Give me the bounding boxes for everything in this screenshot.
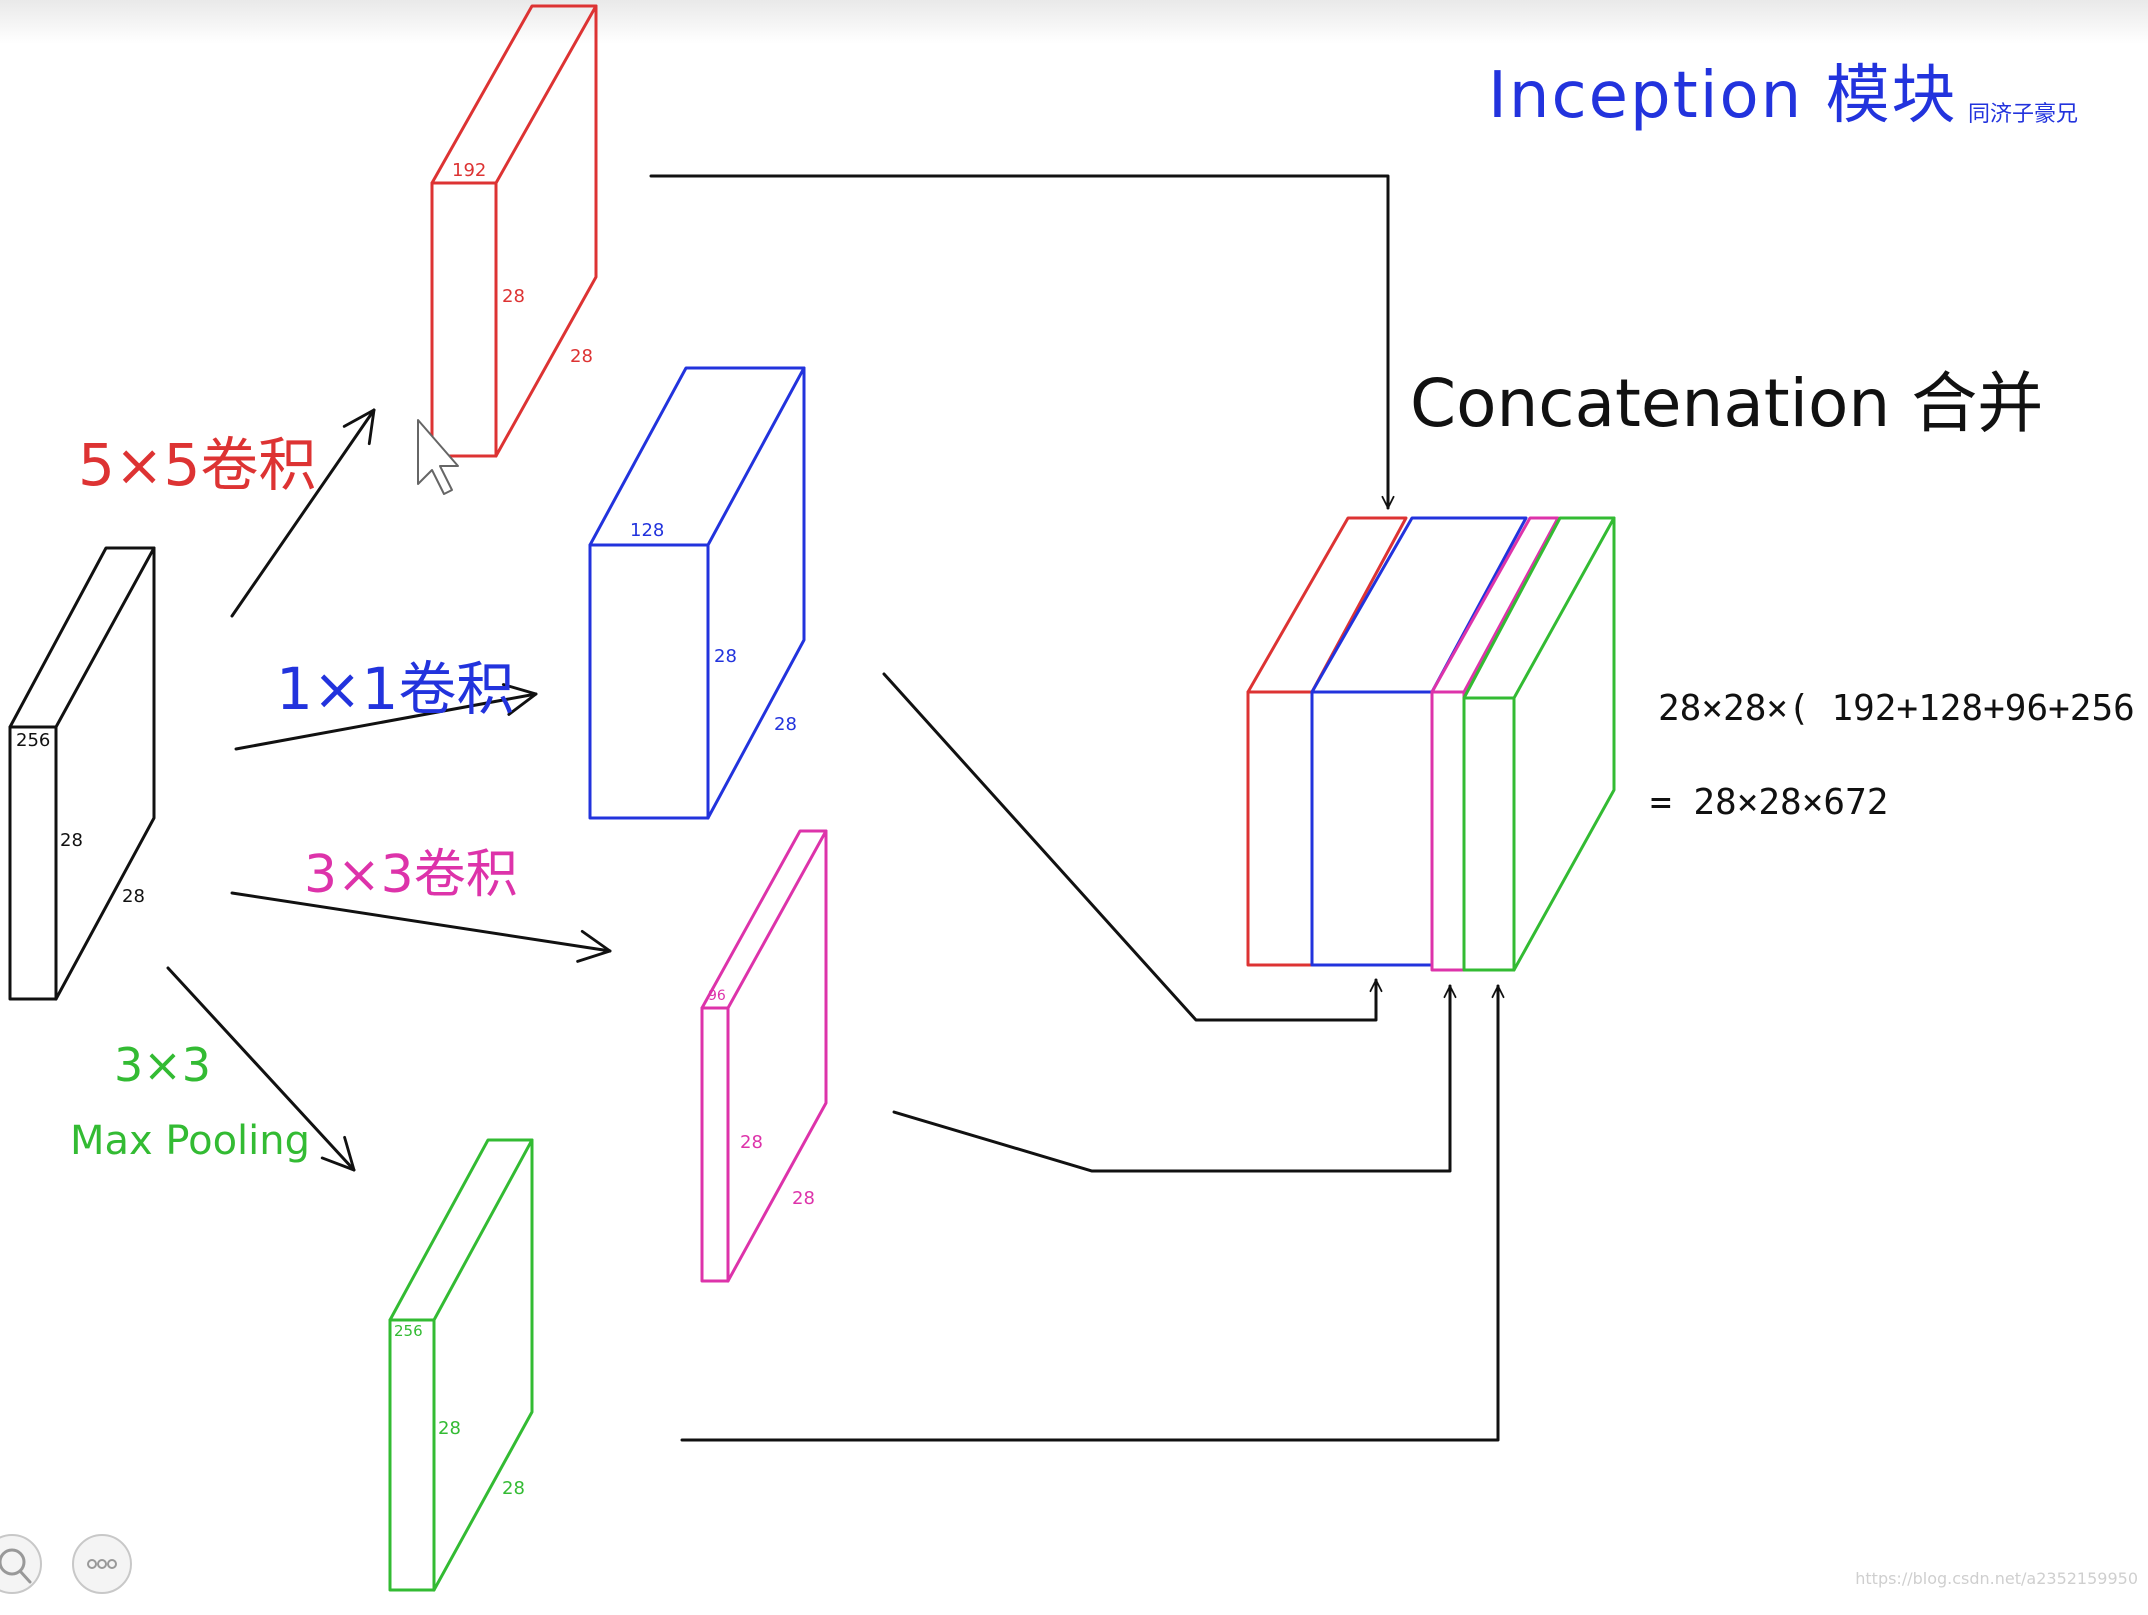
- pool-width-label: 28: [502, 1478, 525, 1499]
- conv5x5-height-label: 28: [502, 286, 525, 307]
- conv3x3-block: [700, 829, 828, 1283]
- pool-depth-label: 256: [394, 1322, 423, 1340]
- branch-label-conv5x5: 5×5卷积: [78, 431, 317, 499]
- conv5x5-block: [430, 4, 598, 458]
- concatenation-label: Concatenation 合并: [1410, 365, 2044, 442]
- zoom-icon[interactable]: [0, 1534, 42, 1594]
- input-depth-label: 256: [16, 730, 51, 751]
- more-icon[interactable]: [72, 1534, 132, 1594]
- concat-connectors: [649, 174, 1505, 1442]
- conv3x3-width-label: 28: [792, 1188, 815, 1209]
- branch-label-pool-size: 3×3: [114, 1038, 212, 1092]
- pool-height-label: 28: [438, 1418, 461, 1439]
- author-signature: 同济子豪兄: [1968, 102, 2079, 127]
- branch-label-pool-name: Max Pooling: [70, 1118, 311, 1164]
- formula-line2: = 28×28×672: [1650, 782, 1889, 823]
- input-width-label: 28: [122, 886, 145, 907]
- branch-label-conv1x1: 1×1卷积: [276, 655, 515, 723]
- input-block: [8, 546, 156, 1001]
- conv1x1-width-label: 28: [774, 714, 797, 735]
- input-height-label: 28: [60, 830, 83, 851]
- branch-arrows: [166, 408, 612, 1172]
- conv1x1-block: [588, 366, 806, 820]
- conv1x1-depth-label: 128: [630, 520, 665, 541]
- cursor-icon: [417, 419, 459, 495]
- diagram-title: Inception 模块: [1488, 59, 1958, 133]
- concat-block: [1246, 516, 1616, 972]
- conv5x5-width-label: 28: [570, 346, 593, 367]
- formula-line1: 28×28×( 192+128+96+256 ): [1658, 688, 2148, 729]
- pool-block: [388, 1138, 534, 1592]
- branch-label-conv3x3: 3×3卷积: [304, 845, 518, 905]
- conv3x3-height-label: 28: [740, 1132, 763, 1153]
- conv3x3-depth-label: 96: [708, 988, 726, 1004]
- top-bar: [0, 0, 2148, 44]
- conv1x1-height-label: 28: [714, 646, 737, 667]
- bottom-toolbar: [0, 1530, 160, 1594]
- watermark: https://blog.csdn.net/a2352159950: [1855, 1569, 2138, 1588]
- conv5x5-depth-label: 192: [452, 160, 487, 181]
